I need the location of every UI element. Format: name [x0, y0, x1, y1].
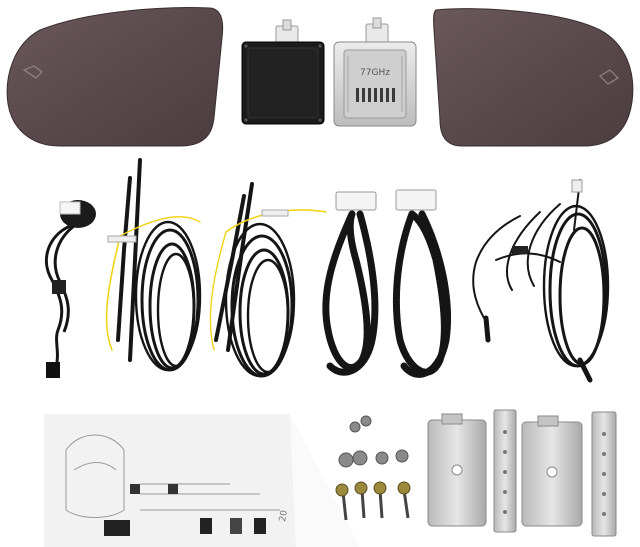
- harness-5-power: [472, 179, 610, 383]
- fuse-holder: [512, 246, 528, 254]
- harness-3-corrugated: [322, 191, 379, 376]
- installation-manual-sheet: 20: [44, 414, 360, 547]
- harness-2: [209, 182, 327, 378]
- power-connector: [571, 179, 583, 193]
- mounting-bracket-strip-left: [493, 409, 517, 533]
- mirror-glass-left: [6, 7, 224, 147]
- mounting-bracket-plate-right: [521, 415, 583, 527]
- mounting-bracket-plate-left: [427, 413, 487, 527]
- control-module-black: [241, 19, 325, 125]
- screw-set: [335, 415, 411, 521]
- radar-module-77ghz: 77GHz: [333, 17, 417, 127]
- manual-dimension-label: 20: [278, 509, 290, 522]
- harness-4-corrugated: [392, 189, 452, 378]
- radar-frequency-label: 77GHz: [360, 68, 390, 78]
- harness-1-label-tag: [107, 235, 137, 243]
- harness-1: [105, 158, 202, 372]
- harness-2-label-tag: [261, 209, 289, 217]
- mirror-glass-right: [433, 8, 634, 147]
- buzzer: [44, 200, 96, 378]
- mounting-bracket-strip-right: [591, 411, 617, 537]
